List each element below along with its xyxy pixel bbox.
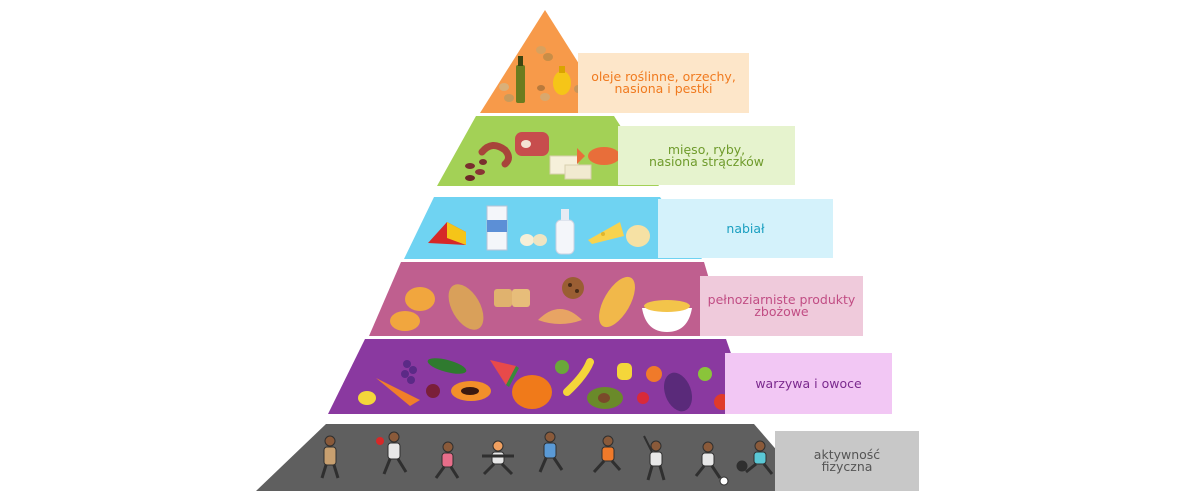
athlete-icon <box>482 440 514 476</box>
steak-icon <box>515 132 549 156</box>
carrot-icon <box>376 378 420 406</box>
athlete-icon <box>538 431 564 473</box>
cucumber-icon <box>427 358 467 374</box>
orange-icon <box>646 366 662 382</box>
level-label-produce: warzywa i owoce <box>755 375 862 391</box>
lime-icon <box>698 367 712 381</box>
level-shape-activity <box>256 424 812 491</box>
cookie-icon <box>562 277 584 299</box>
grapes-icon <box>401 360 417 384</box>
level-shape-dairy <box>404 197 702 259</box>
lemon-icon <box>358 391 376 405</box>
bun-icon <box>390 287 435 331</box>
cheese-round-icon <box>626 225 650 247</box>
athlete-icon <box>736 440 774 475</box>
milk-carton-icon <box>486 205 508 251</box>
cheese-wedge-icon <box>588 222 624 244</box>
pyramid-level-protein <box>437 116 659 186</box>
bell-pepper-icon <box>512 375 552 409</box>
level-label-protein: mięso, ryby, nasiona strączków <box>648 141 765 169</box>
banana-icon <box>563 358 594 396</box>
athlete-icon <box>694 441 729 486</box>
level-label-oils: oleje roślinne, orzechy, nasiona i pestk… <box>591 69 736 96</box>
beet-icon <box>426 384 440 398</box>
sausage-icon <box>478 142 512 168</box>
yellow-pepper-icon <box>617 363 632 380</box>
level-label-dairy: nabiał <box>726 220 765 236</box>
label-band-dairy: nabiał <box>658 199 833 258</box>
cheese-wheel-icon <box>428 222 466 245</box>
tofu-icon <box>549 155 592 180</box>
athlete-icon <box>643 435 666 481</box>
baguette-icon <box>599 276 635 328</box>
eggs-icon <box>520 234 547 246</box>
papaya-icon <box>451 381 491 401</box>
pyramid-level-oils <box>480 10 610 113</box>
croissant-icon <box>538 309 582 324</box>
olive-oil-bottle-icon <box>516 56 525 103</box>
pyramid-level-grains <box>369 262 726 336</box>
pasta-bowl-icon <box>642 300 692 332</box>
milk-bottle-icon <box>555 209 575 255</box>
athlete-icon <box>320 435 340 479</box>
bread-loaf-icon <box>448 284 484 330</box>
eggplant-icon <box>663 372 693 412</box>
oil-jug-icon <box>553 66 571 95</box>
label-band-oils: oleje roślinne, orzechy, nasiona i pestk… <box>578 53 749 113</box>
watermelon-icon <box>490 360 519 387</box>
athlete-icon <box>592 435 622 474</box>
avocado-icon <box>587 387 623 409</box>
pyramid-level-activity <box>256 424 812 491</box>
athlete-figures-icon <box>320 431 774 486</box>
kiwi-icon <box>555 360 569 374</box>
pyramid-level-produce <box>328 339 752 414</box>
beans-icon <box>465 159 487 181</box>
level-label-grains: pełnoziarniste produkty zbożowe <box>707 292 856 319</box>
bread-slices-icon <box>494 289 530 307</box>
strawberry-icon <box>637 392 649 404</box>
level-label-activity: aktywność fizyczna <box>813 447 881 474</box>
label-band-activity: aktywność fizyczna <box>775 431 919 491</box>
label-band-grains: pełnoziarniste produkty zbożowe <box>700 276 863 336</box>
fish-icon <box>577 147 620 165</box>
athlete-icon <box>434 441 460 479</box>
pyramid-level-dairy <box>404 197 702 259</box>
label-band-protein: mięso, ryby, nasiona strączków <box>618 126 795 185</box>
athlete-icon <box>376 431 408 475</box>
label-band-produce: warzywa i owoce <box>725 353 892 414</box>
